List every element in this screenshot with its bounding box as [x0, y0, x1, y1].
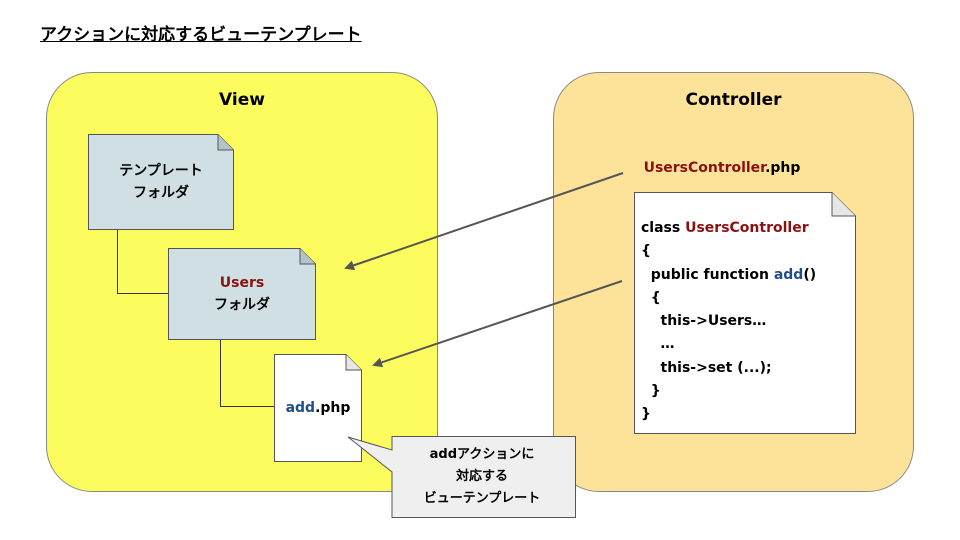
slide-title: アクションに対応するビューテンプレート [40, 25, 362, 45]
add-php-name: add [285, 400, 316, 416]
code-line: … [641, 336, 675, 353]
code-keyword: public function [641, 266, 774, 283]
code-line: { [641, 243, 651, 260]
controller-panel-title: Controller [685, 90, 782, 110]
tree-connector-template-to-users [117, 230, 170, 294]
controller-code-note: class UsersController { public function a… [634, 192, 856, 434]
template-folder-note: テンプレート フォルダ [88, 134, 234, 230]
controller-filename-ext: .php [765, 160, 801, 176]
code-function-name: add [773, 266, 804, 283]
users-folder-label: フォルダ [214, 297, 270, 313]
add-php-file-note: add.php [274, 354, 362, 462]
template-folder-label-line2: フォルダ [133, 185, 189, 201]
folded-note-shape [634, 192, 856, 434]
callout-line3: ビューテンプレート [423, 491, 541, 506]
users-folder-name: Users [219, 275, 265, 291]
folded-note-shape [274, 354, 362, 462]
code-parens: () [803, 266, 817, 283]
arrow-controller-to-users-folder [344, 172, 624, 271]
add-php-ext: .php [315, 400, 351, 416]
controller-code: class UsersController { public function a… [641, 217, 816, 427]
controller-filename: UsersController.php [612, 160, 832, 176]
code-line: this->set (...); [641, 359, 772, 376]
code-line: { [641, 289, 661, 306]
code-line: class UsersController [641, 217, 816, 240]
folded-note-shape [168, 248, 316, 340]
add-php-filename: add.php [286, 400, 351, 416]
callout-bubble: addアクションに 対応する ビューテンプレート [388, 436, 576, 518]
code-class-name: UsersController [685, 220, 809, 236]
code-line: } [641, 383, 661, 400]
callout-bubble-shape [347, 436, 576, 518]
controller-filename-name: UsersController [643, 160, 766, 176]
users-folder-note: Users フォルダ [168, 248, 316, 340]
code-line: this->Users… [641, 313, 767, 330]
view-panel-title: View [219, 90, 265, 110]
tree-connector-users-to-add [220, 340, 275, 407]
arrow-add-action-to-add-php [372, 280, 623, 368]
callout-line2: 対応する [455, 469, 508, 484]
code-line: } [641, 406, 651, 423]
code-keyword: class [641, 220, 686, 236]
folded-note-shape [88, 134, 234, 230]
template-folder-label-line1: テンプレート [119, 163, 203, 179]
code-line: public function add() [641, 264, 816, 287]
callout-line1: addアクションに [429, 447, 535, 462]
